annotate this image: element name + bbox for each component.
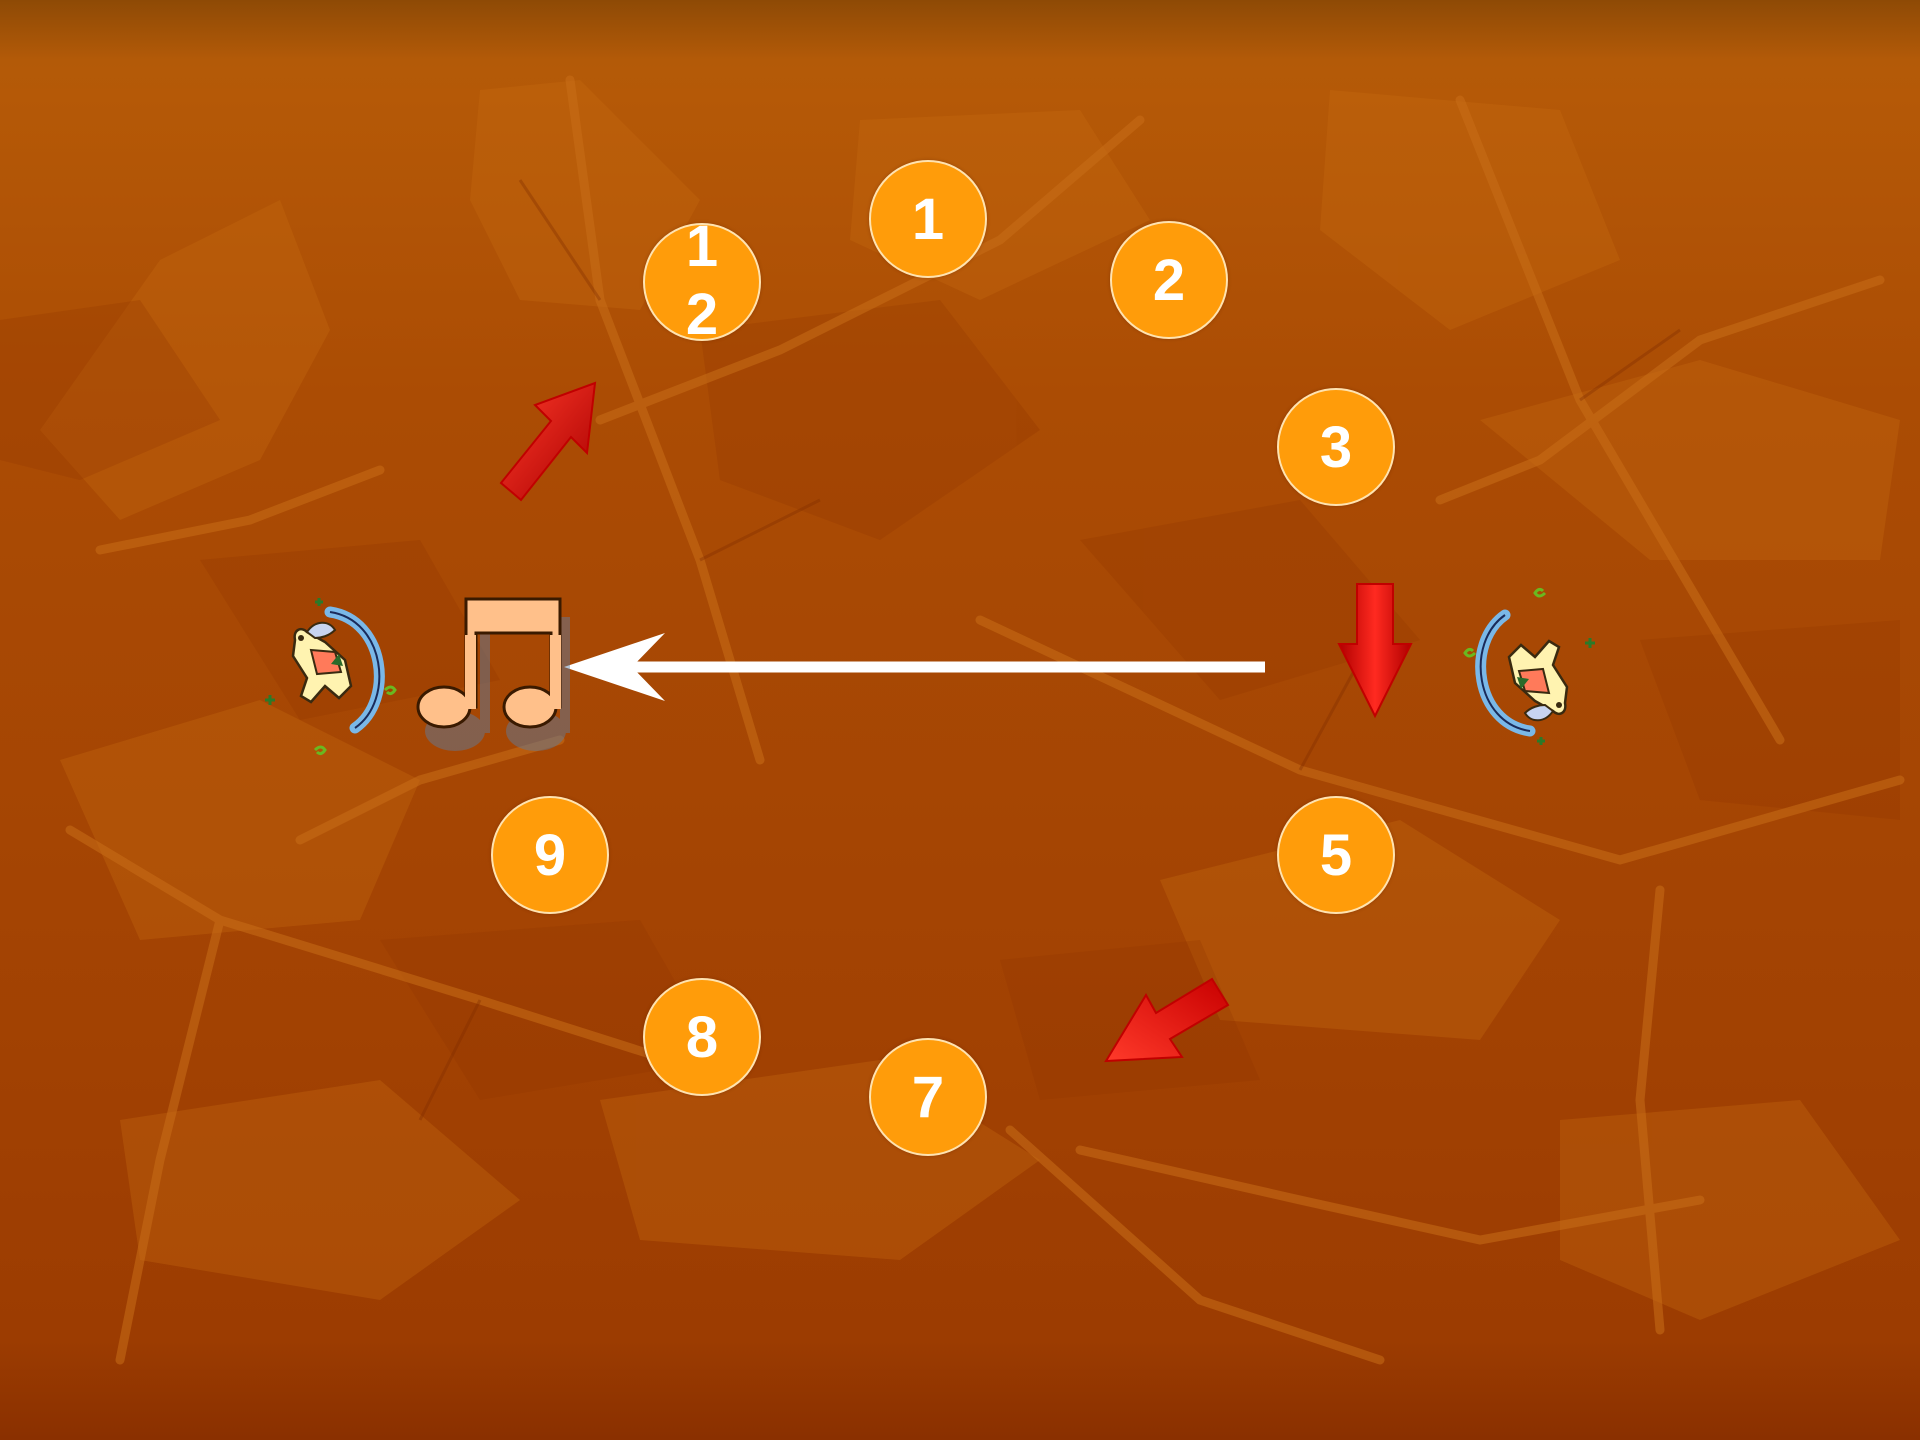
dial-number-12: 12	[643, 223, 761, 341]
dial-number-5: 5	[1277, 796, 1395, 914]
dial-number-9: 9	[491, 796, 609, 914]
dial-number-3: 3	[1277, 388, 1395, 506]
rocking-horse-icon	[255, 590, 405, 765]
dial-number-8: 8	[643, 978, 761, 1096]
dial-number-2: 2	[1110, 221, 1228, 339]
rocking-horse-icon	[1455, 578, 1605, 753]
dial-number-1: 1	[869, 160, 987, 278]
dial-number-7: 7	[869, 1038, 987, 1156]
red-arrow-up-right-icon	[495, 375, 605, 510]
red-arrow-down-left-icon	[1100, 975, 1235, 1080]
red-arrow-down-icon	[1335, 580, 1415, 720]
beamed-eighth-notes-icon	[410, 595, 585, 755]
white-left-arrow-icon	[560, 625, 1270, 705]
